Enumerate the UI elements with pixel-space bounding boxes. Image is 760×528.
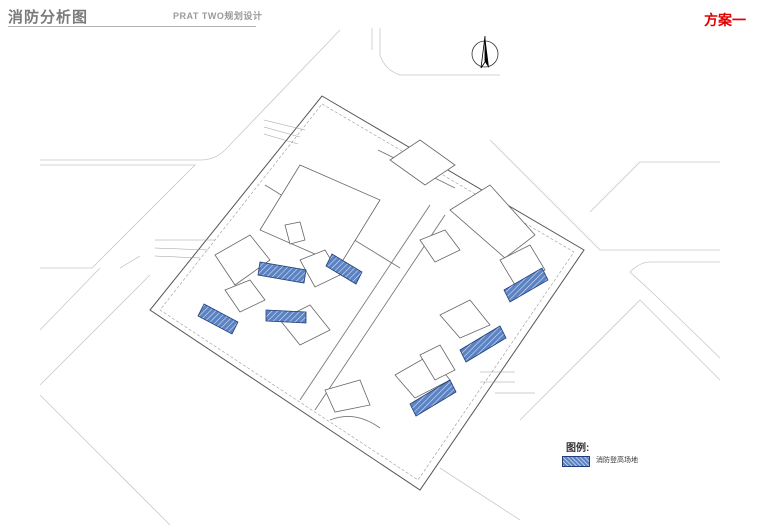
fire-zone [459, 325, 507, 363]
entrance-arc [329, 416, 381, 429]
fire-zone [257, 261, 307, 284]
fire-zone [409, 379, 457, 417]
fire-zone [503, 267, 549, 303]
legend-swatch [562, 456, 590, 467]
annotation-leaders [154, 119, 535, 394]
page-subtitle: PRAT TWO规划设计 [173, 11, 263, 21]
legend-title: 图例: [566, 443, 590, 454]
fire-rescue-zones [197, 253, 549, 417]
fire-zone [197, 303, 239, 335]
header-divider [8, 26, 256, 27]
road-network [39, 28, 721, 526]
page-title: 消防分析图 [8, 9, 89, 26]
buildings [214, 139, 546, 413]
legend-label: 消防登高场地 [596, 457, 638, 464]
legend-item: 消防登高场地 [562, 454, 712, 468]
fire-zone [325, 253, 363, 285]
scheme-label: 方案一 [704, 12, 746, 28]
north-arrow-icon [471, 35, 499, 69]
fire-zone [265, 309, 307, 324]
